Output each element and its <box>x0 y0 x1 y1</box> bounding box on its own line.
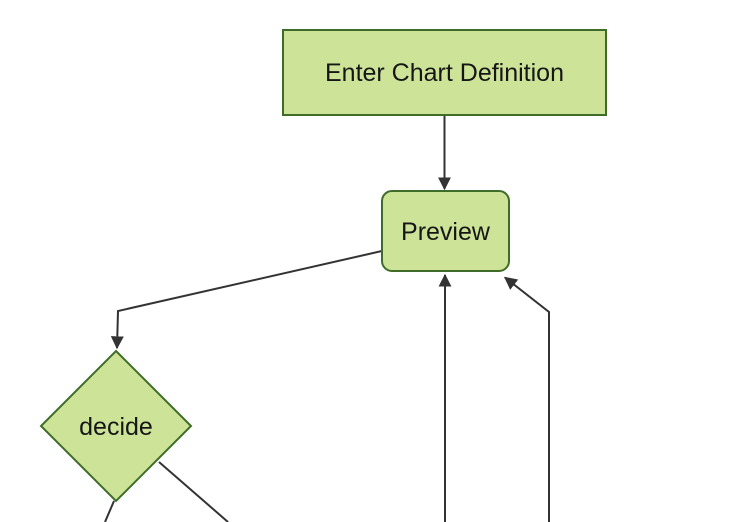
decide-diamond <box>39 349 193 503</box>
preview-label: Preview <box>401 218 491 246</box>
node-decide: decide <box>39 349 193 503</box>
edge-offscreen-right-to-preview <box>503 276 550 522</box>
node-preview: Preview <box>381 190 510 272</box>
enter-chart-definition-box <box>282 29 607 116</box>
enter-chart-definition-label: Enter Chart Definition <box>325 59 564 87</box>
edge-preview-to-decide <box>110 250 383 350</box>
node-enter-chart-definition: Enter Chart Definition <box>282 29 607 116</box>
edge-decide-to-offscreen-left <box>104 500 115 522</box>
edge-decide-to-offscreen-center <box>158 461 229 522</box>
decide-label: decide <box>79 413 153 441</box>
preview-box <box>381 190 510 272</box>
